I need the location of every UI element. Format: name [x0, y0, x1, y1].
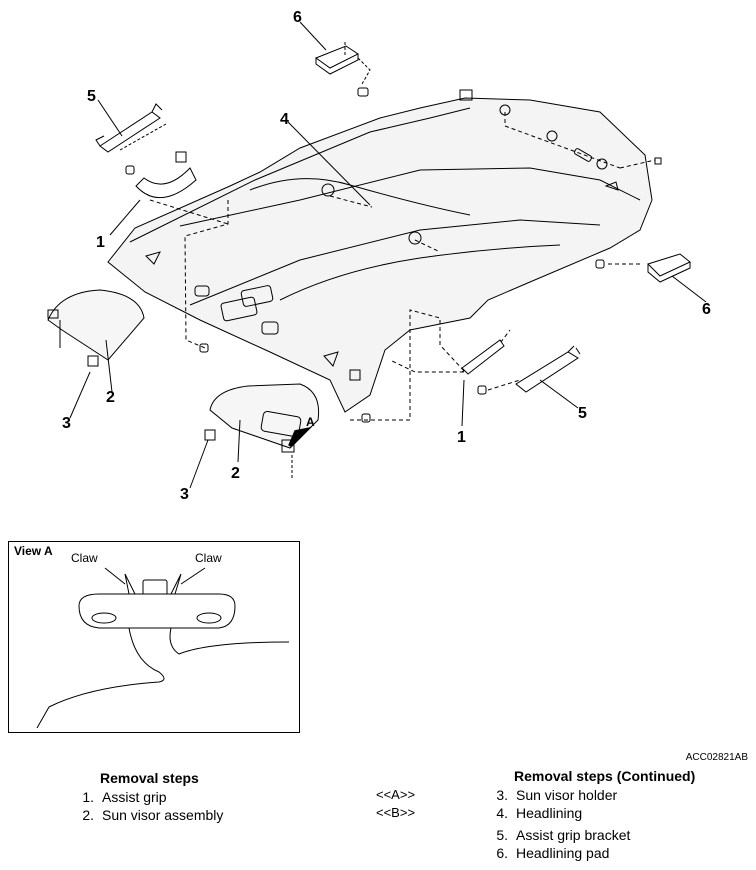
callout-6-right: 6 — [702, 301, 711, 318]
removal-steps: Removal steps 1. Assist grip 2. Sun viso… — [72, 770, 223, 824]
step-item: 3. Sun visor holder — [486, 786, 695, 804]
view-a-drawing — [36, 567, 290, 729]
claw-label-right: Claw — [195, 551, 222, 565]
step-label: Assist grip — [102, 789, 167, 805]
callout-1-left: 1 — [96, 234, 105, 251]
callout-5-top: 5 — [87, 88, 96, 105]
sun-visor-front — [209, 383, 320, 449]
callout-4: 4 — [280, 111, 289, 128]
step-item: 1. Assist grip — [72, 788, 223, 806]
callout-2-left: 2 — [106, 389, 115, 406]
ref-b: <<B>> — [376, 805, 416, 820]
assist-grip-right — [461, 339, 505, 375]
assist-grip-top — [135, 167, 197, 199]
callout-1-right: 1 — [457, 429, 466, 446]
assist-grip-bracket-right — [515, 351, 579, 393]
step-label: Sun visor holder — [516, 787, 618, 803]
removal-steps-continued: Removal steps (Continued) 3. Sun visor h… — [486, 768, 695, 862]
view-a-panel: View A Claw Claw — [8, 541, 300, 733]
step-number: 3. — [496, 787, 508, 803]
removal-steps-heading: Removal steps — [100, 770, 199, 786]
view-a-arrow — [288, 426, 313, 448]
callout-2-front: 2 — [231, 465, 240, 482]
claw-label-left: Claw — [71, 551, 98, 565]
headlining-pad-top — [314, 45, 359, 69]
step-number: 5. — [496, 827, 508, 843]
removal-steps-continued-heading: Removal steps (Continued) — [514, 768, 696, 784]
ref-a: <<A>> — [376, 787, 416, 802]
assist-grip-bracket-top — [99, 111, 161, 153]
view-a-title: View A — [14, 544, 53, 558]
view-a-label: A — [306, 415, 315, 429]
step-label: Headlining — [516, 805, 583, 821]
step-item: 4. Headlining — [486, 804, 695, 822]
step-label: Sun visor assembly — [102, 807, 224, 823]
callout-3-left: 3 — [62, 415, 71, 432]
figure-code: ACC02821AB — [685, 752, 748, 763]
sun-visor-left — [47, 289, 145, 361]
headlining-pad-right — [647, 253, 691, 277]
callout-3-front: 3 — [180, 486, 189, 503]
callout-6-top: 6 — [293, 9, 302, 26]
step-item: 5. Assist grip bracket — [486, 826, 695, 844]
step-item: 6. Headlining pad — [486, 844, 695, 862]
step-label: Headlining pad — [516, 845, 610, 861]
step-label: Assist grip bracket — [516, 827, 631, 843]
step-number: 2. — [82, 807, 94, 823]
step-number: 6. — [496, 845, 508, 861]
callout-5-right: 5 — [578, 405, 587, 422]
step-item: 2. Sun visor assembly — [72, 806, 223, 824]
step-number: 4. — [496, 805, 508, 821]
step-number: 1. — [82, 789, 94, 805]
headlining-panel — [107, 97, 653, 413]
